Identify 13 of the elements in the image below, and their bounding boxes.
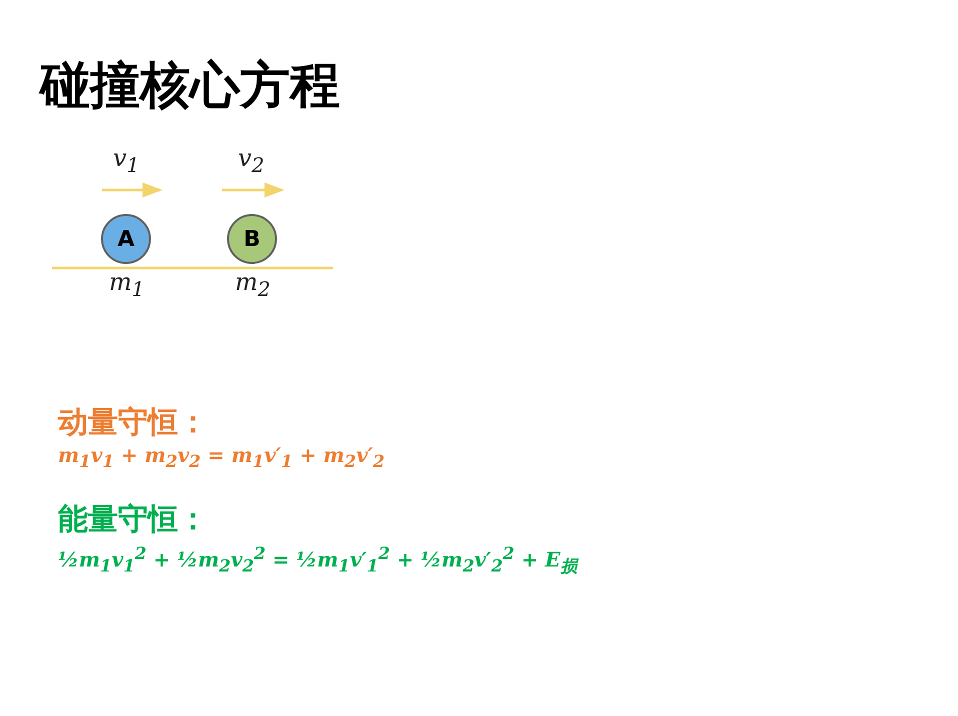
velocity-label: v$_{1}$ — [113, 144, 140, 177]
velocity-label: v$_{2}$ — [238, 144, 264, 177]
ball — [227, 214, 277, 264]
momentum-equation: m$_{1}$v$_{1}$ + m$_{2}$v$_{2}$ = m$_{1}$v′$_{1}$ + m$_{2}$v′$_{2}$ — [58, 443, 385, 471]
title: 碰撞核心方程 — [40, 55, 340, 116]
ball — [101, 214, 151, 264]
section-heading: 能量守恒： — [58, 501, 208, 539]
ball-label: B — [244, 226, 260, 252]
energy-equation: ½m$_{1}$v$_{1}$$^{2}$ + ½m$_{2}$v$_{2}$$^{2}$ = ½m$_{1}$v′$_{1}$$^{2}$ + ½m$_{2}$v′$_{2}$$^{2}$ + E$_{损}$ — [58, 543, 578, 578]
section-heading: 动量守恒： — [58, 404, 208, 442]
ball-label: A — [117, 226, 135, 252]
mass-label: m$_{1}$ — [109, 268, 144, 301]
mass-label: m$_{2}$ — [235, 268, 270, 301]
